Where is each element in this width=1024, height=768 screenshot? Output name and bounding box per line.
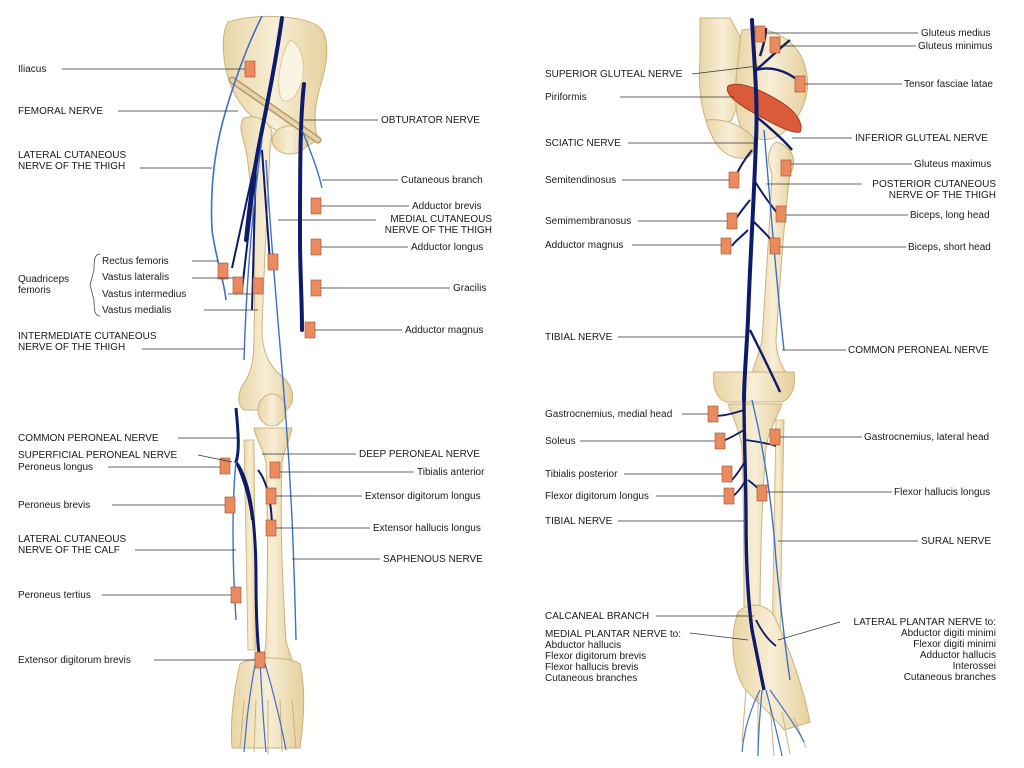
label-tibialis-anterior: Tibialis anterior <box>417 467 485 478</box>
label-medial-plantar-nerve: MEDIAL PLANTAR NERVE to: Abductor halluc… <box>545 629 681 684</box>
label-common-peroneal-nerve: COMMON PERONEAL NERVE <box>18 433 159 444</box>
anterior-leader-lines <box>62 68 450 661</box>
label-vastus-intermedius: Vastus intermedius <box>102 289 187 300</box>
label-adductor-magnus-anterior: Adductor magnus <box>405 325 484 336</box>
label-sciatic-nerve: SCIATIC NERVE <box>545 138 621 149</box>
label-peroneus-tertius: Peroneus tertius <box>18 590 91 601</box>
label-sural-nerve: SURAL NERVE <box>921 536 992 547</box>
label-biceps-short-head: Biceps, short head <box>908 242 991 253</box>
label-obturator-nerve: OBTURATOR NERVE <box>381 115 480 126</box>
label-gastrocnemius-medial-head: Gastrocnemius, medial head <box>545 409 673 420</box>
label-vastus-lateralis: Vastus lateralis <box>102 272 170 283</box>
label-gastrocnemius-lateral-head: Gastrocnemius, lateral head <box>864 432 990 443</box>
label-semitendinosus: Semitendinosus <box>545 175 617 186</box>
label-gluteus-minimus: Gluteus minimus <box>918 41 993 52</box>
label-iliacus: Iliacus <box>18 64 47 75</box>
label-biceps-long-head: Biceps, long head <box>910 210 990 221</box>
anterior-leg-bones <box>222 15 328 754</box>
label-quadriceps-femoris: Quadriceps femoris <box>18 274 70 296</box>
label-lateral-plantar-nerve: LATERAL PLANTAR NERVE to: Abductor digit… <box>853 617 996 683</box>
label-soleus: Soleus <box>545 436 576 447</box>
label-extensor-hallucis-longus: Extensor hallucis longus <box>373 523 481 534</box>
label-peroneus-brevis: Peroneus brevis <box>18 500 91 511</box>
anterior-nerves <box>210 15 323 753</box>
label-adductor-longus: Adductor longus <box>411 242 484 253</box>
label-posterior-cutaneous-nerve-thigh: POSTERIOR CUTANEOUS NERVE OF THE THIGH <box>872 179 996 201</box>
posterior-nerves <box>713 18 805 757</box>
label-piriformis: Piriformis <box>545 92 587 103</box>
label-gluteus-medius: Gluteus medius <box>921 28 991 39</box>
label-tibial-nerve-upper: TIBIAL NERVE <box>545 332 613 343</box>
label-peroneus-longus: Peroneus longus <box>18 462 94 473</box>
posterior-muscle-tags <box>707 25 806 505</box>
label-tibial-nerve-lower: TIBIAL NERVE <box>545 516 613 527</box>
label-flexor-digitorum-longus: Flexor digitorum longus <box>545 491 649 502</box>
label-gracilis: Gracilis <box>453 283 487 294</box>
label-lateral-cutaneous-nerve-thigh: LATERAL CUTANEOUS NERVE OF THE THIGH <box>18 150 127 172</box>
label-tensor-fasciae-latae: Tensor fasciae latae <box>904 79 993 90</box>
label-calcaneal-branch: CALCANEAL BRANCH <box>545 611 650 622</box>
label-tibialis-posterior: Tibialis posterior <box>545 469 618 480</box>
label-lateral-cutaneous-nerve-calf: LATERAL CUTANEOUS NERVE OF THE CALF <box>18 534 127 556</box>
label-extensor-digitorum-longus: Extensor digitorum longus <box>365 491 481 502</box>
label-flexor-hallucis-longus: Flexor hallucis longus <box>894 487 991 498</box>
anterior-muscle-tags <box>217 60 322 669</box>
label-semimembranosus: Semimembranosus <box>545 216 632 227</box>
label-gluteus-maximus: Gluteus maximus <box>914 159 992 170</box>
label-deep-peroneal-nerve: DEEP PERONEAL NERVE <box>359 449 480 460</box>
posterior-leader-lines <box>580 32 918 641</box>
label-superior-gluteal-nerve: SUPERIOR GLUTEAL NERVE <box>545 69 683 80</box>
label-intermediate-cutaneous-nerve-thigh: INTERMEDIATE CUTANEOUS NERVE OF THE THIG… <box>18 331 157 353</box>
label-inferior-gluteal-nerve: INFERIOR GLUTEAL NERVE <box>855 133 988 144</box>
label-medial-cutaneous-nerve-thigh: MEDIAL CUTANEOUS NERVE OF THE THIGH <box>384 214 492 236</box>
label-extensor-digitorum-brevis: Extensor digitorum brevis <box>18 655 131 666</box>
label-superficial-peroneal-nerve: SUPERFICIAL PERONEAL NERVE <box>18 450 178 461</box>
label-rectus-femoris: Rectus femoris <box>102 256 169 267</box>
label-vastus-medialis: Vastus medialis <box>102 305 172 316</box>
label-adductor-magnus-posterior: Adductor magnus <box>545 240 624 251</box>
label-femoral-nerve: FEMORAL NERVE <box>18 106 104 117</box>
label-common-peroneal-nerve-posterior: COMMON PERONEAL NERVE <box>848 345 989 356</box>
label-cutaneous-branch: Cutaneous branch <box>401 175 483 186</box>
label-adductor-brevis: Adductor brevis <box>412 201 482 212</box>
label-saphenous-nerve: SAPHENOUS NERVE <box>383 554 483 565</box>
